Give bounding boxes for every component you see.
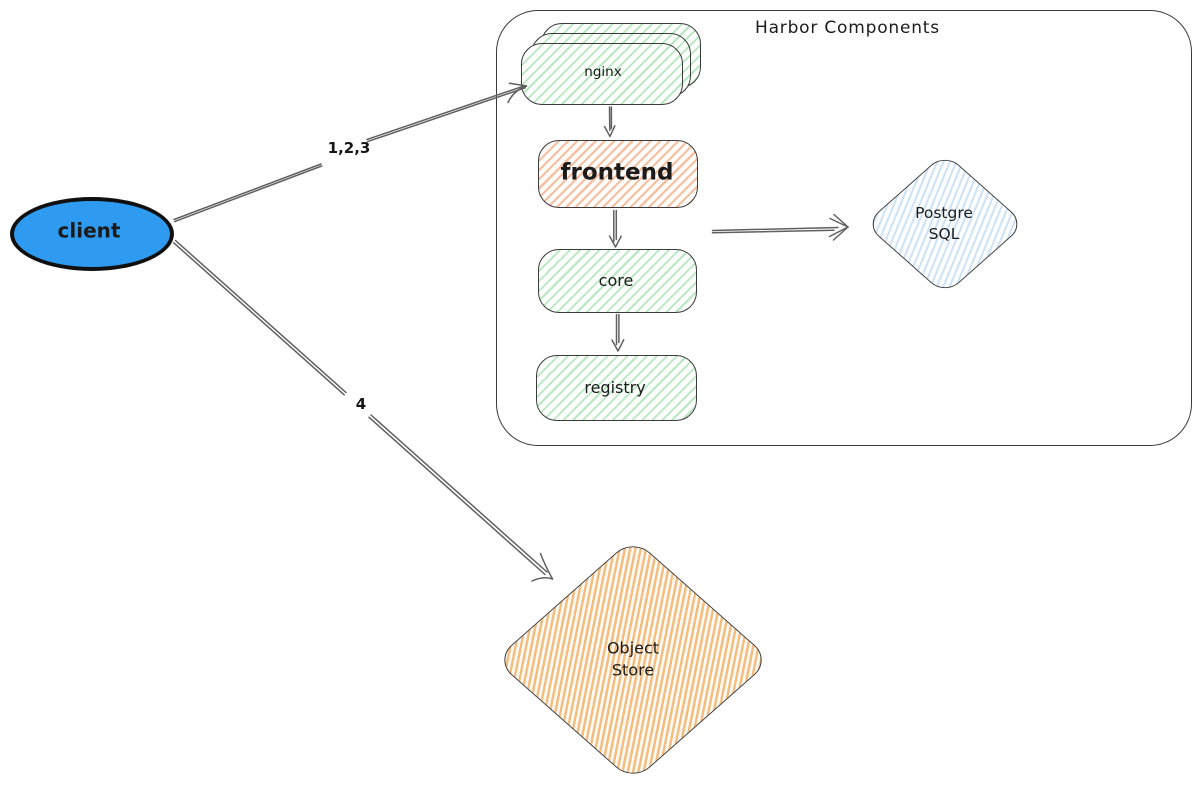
edge-label-client-nginx: 1,2,3 bbox=[327, 139, 371, 157]
node-nginx[interactable] bbox=[521, 43, 683, 105]
node-frontend[interactable] bbox=[538, 140, 698, 208]
node-object-store[interactable] bbox=[494, 537, 772, 783]
group-title: Harbor Components bbox=[755, 18, 940, 38]
harbor-components-group[interactable] bbox=[496, 10, 1192, 446]
node-core[interactable] bbox=[538, 249, 697, 313]
node-client[interactable] bbox=[10, 197, 174, 271]
edge-label-client-object-store: 4 bbox=[355, 395, 367, 413]
node-registry[interactable] bbox=[536, 355, 697, 421]
